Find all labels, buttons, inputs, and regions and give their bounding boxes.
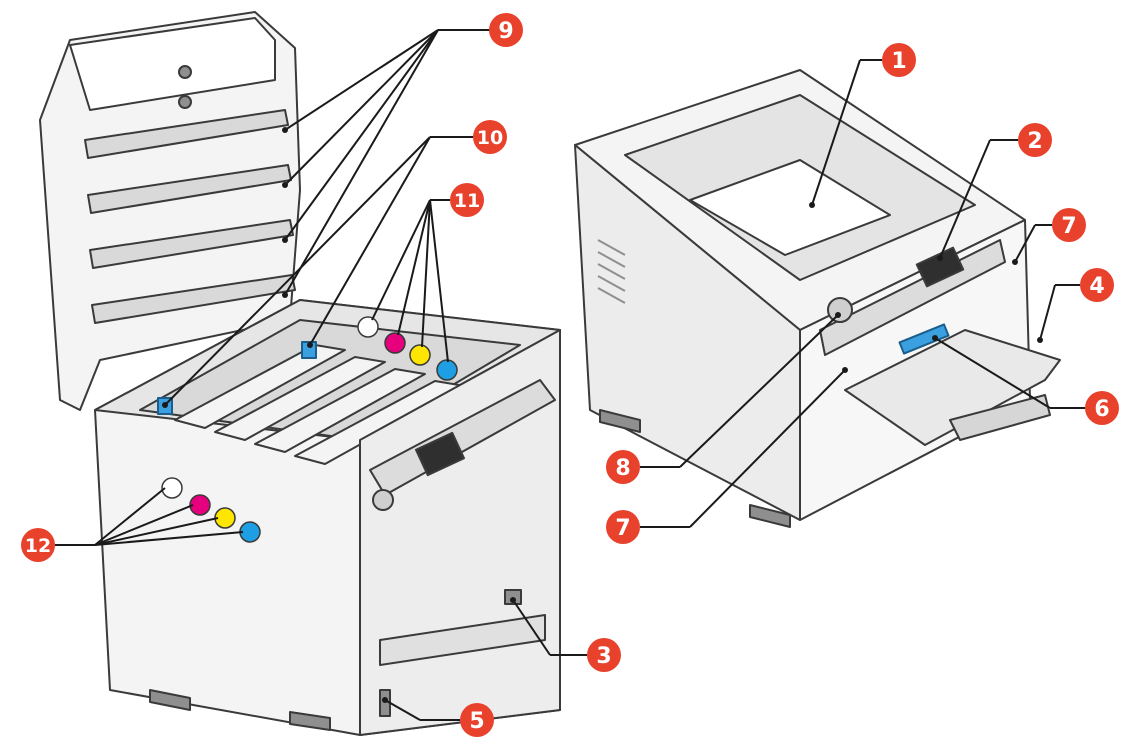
svg-text:6: 6	[1094, 397, 1109, 422]
svg-text:9: 9	[498, 19, 513, 44]
side-vent-right	[597, 239, 626, 304]
leader-arrowheads	[162, 127, 1043, 703]
svg-text:5: 5	[469, 709, 484, 734]
dot-magenta-top	[384, 332, 406, 354]
callout-8: 8	[606, 450, 640, 484]
callout-badges: 9 10 11 12 3 5 1 2	[21, 13, 1119, 737]
dot-magenta-bottom	[189, 494, 211, 516]
led-head-bars	[84, 109, 296, 324]
svg-text:12: 12	[25, 535, 51, 557]
dot-white-top	[357, 316, 379, 338]
callout-6: 6	[1085, 391, 1119, 425]
callout-7-top: 7	[1052, 208, 1086, 242]
power-button-left	[372, 489, 394, 511]
svg-text:7: 7	[615, 516, 630, 541]
callout-7-bottom: 7	[606, 510, 640, 544]
callout-9: 9	[489, 13, 523, 47]
dot-cyan-top	[436, 359, 458, 381]
callout-4: 4	[1080, 268, 1114, 302]
closed-printer-illustration	[574, 69, 1061, 528]
svg-text:1: 1	[891, 49, 906, 74]
callout-10: 10	[473, 120, 507, 154]
dot-yellow-top	[409, 344, 431, 366]
svg-text:7: 7	[1061, 214, 1076, 239]
power-button-right	[827, 297, 853, 323]
front-tray	[379, 614, 546, 666]
svg-text:4: 4	[1089, 274, 1104, 299]
callout-11: 11	[450, 183, 484, 217]
leader-lines	[55, 29, 1085, 721]
svg-text:2: 2	[1027, 129, 1042, 154]
callout-3: 3	[587, 638, 621, 672]
svg-text:11: 11	[454, 190, 480, 212]
svg-text:8: 8	[615, 456, 630, 481]
multipurpose-tray	[844, 329, 1061, 446]
svg-text:10: 10	[477, 127, 503, 149]
toner-cartridges	[174, 344, 466, 465]
svg-text:3: 3	[596, 644, 611, 669]
dot-white-bottom	[161, 477, 183, 499]
callout-1: 1	[882, 43, 916, 77]
callout-2: 2	[1018, 123, 1052, 157]
callout-5: 5	[460, 703, 494, 737]
blue-release-lever	[898, 323, 950, 355]
callout-12: 12	[21, 528, 55, 562]
control-panel-left	[369, 379, 556, 496]
color-dot-markers	[161, 316, 458, 543]
